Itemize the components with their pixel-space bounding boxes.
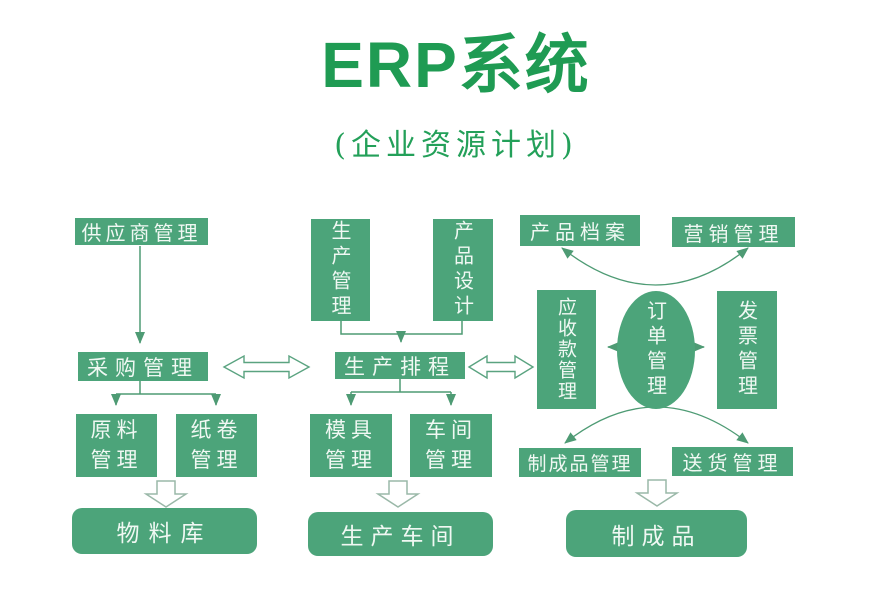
node-receivables-mgmt: 应收款管理	[537, 290, 596, 409]
node-order-mgmt: 订单管理	[617, 291, 695, 409]
node-supplier-mgmt: 供应商管理	[75, 218, 208, 245]
node-production-scheduling: 生产排程	[335, 352, 465, 379]
node-mold-mgmt: 模具管理	[310, 414, 392, 477]
block-arrow-to-production-workshop	[375, 480, 421, 508]
node-production-workshop: 生产车间	[308, 512, 493, 556]
node-delivery-mgmt: 送货管理	[672, 447, 793, 476]
bracket-production-design	[340, 321, 463, 335]
node-procurement-mgmt: 采购管理	[78, 352, 208, 381]
page-title: ERP系统	[321, 29, 591, 101]
node-finished-goods: 制成品	[566, 510, 747, 557]
node-product-archive: 产品档案	[520, 215, 640, 246]
node-raw-material-mgmt: 原料管理	[76, 414, 157, 477]
node-product-design: 产品设计	[433, 219, 493, 321]
page-subtitle: (企业资源计划)	[334, 128, 578, 163]
arc-order-to-archive-marketing	[561, 247, 749, 286]
branch-procurement	[116, 381, 216, 395]
double-arrow-scheduling-receivables	[467, 354, 535, 380]
node-paper-roll-mgmt: 纸卷管理	[176, 414, 257, 477]
node-finished-goods-mgmt: 制成品管理	[519, 448, 641, 477]
node-workshop-mgmt: 车间管理	[410, 414, 492, 477]
double-arrow-procurement-scheduling	[222, 354, 311, 380]
node-production-mgmt: 生产管理	[311, 219, 370, 321]
node-invoice-mgmt: 发票管理	[717, 291, 777, 409]
block-arrow-to-finished-goods	[634, 479, 680, 507]
arc-order-to-finished-delivery	[564, 406, 749, 444]
block-arrow-to-material-warehouse	[143, 480, 189, 508]
branch-scheduling	[351, 378, 451, 393]
node-material-warehouse: 物料库	[72, 508, 257, 554]
node-marketing-mgmt: 营销管理	[672, 217, 795, 247]
